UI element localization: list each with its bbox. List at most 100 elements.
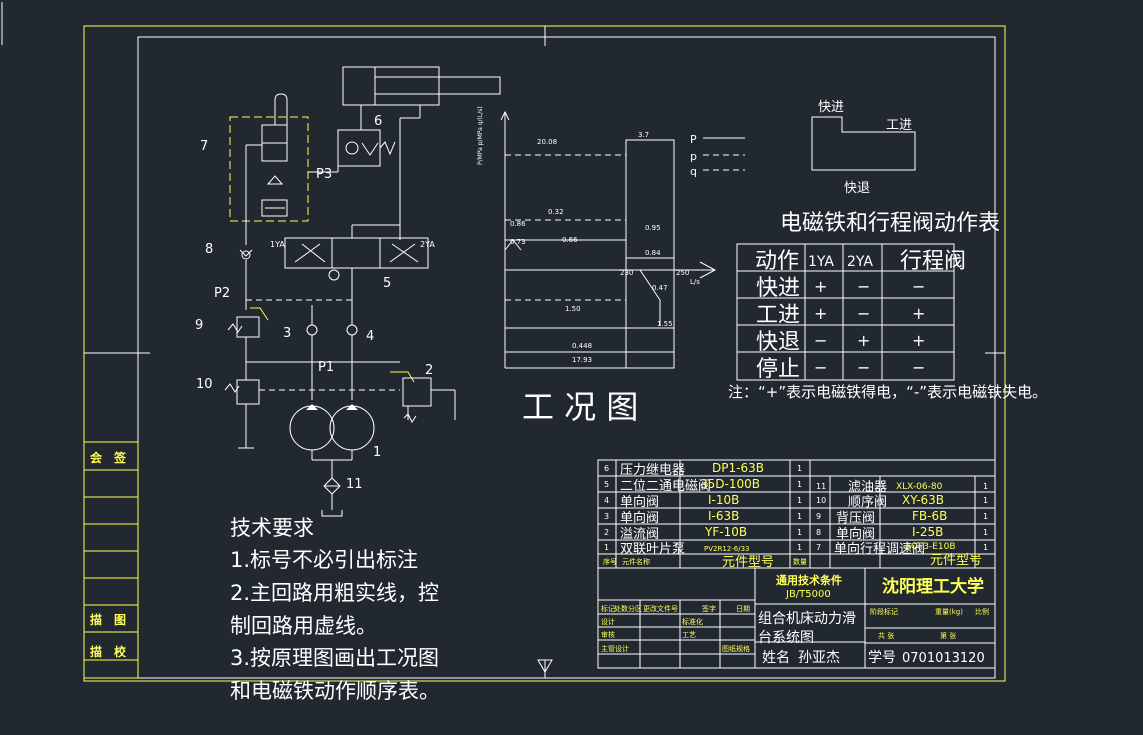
cylinder-icon: [342, 66, 501, 118]
chart-value: 0.66: [562, 236, 578, 244]
tb-small: 处数: [614, 604, 628, 613]
parts-header-model-right: 元件型号: [930, 553, 982, 568]
tech-requirement-line: 制回路用虚线。: [230, 614, 377, 638]
chart-value: 0.95: [645, 224, 661, 232]
stamp-trace: 描 图: [90, 612, 126, 627]
part-qty: 1: [983, 528, 988, 537]
legend-p-lower: p: [690, 150, 697, 163]
outer-frame: [83, 25, 1006, 682]
student-id: 0701013120: [902, 651, 985, 666]
component-10-label: 10: [196, 377, 213, 392]
condition-chart-title: 工 况 图: [522, 388, 638, 426]
tb-small: 比例: [975, 607, 989, 616]
chart-value: 250: [676, 269, 689, 277]
action-cell: −: [814, 358, 827, 377]
part-no: 3: [604, 512, 609, 521]
part-model: DP1-63B: [712, 461, 764, 475]
tb-small: 工艺: [682, 631, 696, 639]
part-name: 双联叶片泵: [620, 542, 685, 557]
pump-icon: [289, 404, 375, 478]
part-no: 7: [816, 543, 821, 552]
action-cell: −: [912, 358, 925, 377]
action-cell: −: [912, 277, 925, 296]
part-no: 1: [604, 543, 609, 552]
part-qty: 1: [797, 528, 802, 537]
action-cell: −: [857, 277, 870, 296]
inner-frame: [137, 36, 996, 679]
chart-axis-label-right: L/s: [690, 278, 700, 286]
component-6-label: 6: [374, 114, 382, 129]
part-model: AQF3-E10B: [905, 542, 956, 552]
part-model: I-63B: [708, 509, 739, 523]
part-name: 背压阀: [836, 511, 875, 526]
tb-small: 日期: [736, 605, 750, 613]
name-label: 姓名: [762, 650, 790, 666]
part-qty: 1: [797, 512, 802, 521]
part-no: 5: [604, 480, 609, 489]
parts-list: 6 压力继电器 DP1-63B 1 5 二位二通电磁阀 35D-100B 1 4…: [597, 459, 996, 570]
tech-requirements: 技术要求 1.标号不必引出标注 2.主回路用粗实线，控 制回路用虚线。 3.按原…: [230, 516, 440, 703]
part-name: 单向阀: [620, 494, 659, 510]
part-name: 二位二通电磁阀: [620, 479, 711, 494]
title-block: 通用技术条件 JB/T5000 沈阳理工大学 组合机床动力滑台系统图 姓名 孙亚…: [597, 567, 996, 669]
action-cell: −: [857, 358, 870, 377]
parts-header-model: 元件型号: [722, 555, 774, 570]
action-cell: +: [814, 277, 827, 296]
part-model: FB-6B: [912, 509, 947, 523]
chart-value: 0.32: [548, 208, 564, 216]
solenoid-1ya-label: 1YA: [270, 240, 285, 249]
tb-small: 第 张: [940, 631, 956, 640]
standard-code: JB/T5000: [785, 589, 831, 600]
action-table: 电磁铁和行程阀动作表 动作 1YA 2YA 行程阀 快进 + − − 工进 + …: [736, 211, 1000, 382]
chart-value: 0.47: [652, 284, 668, 292]
part-no: 4: [604, 496, 609, 505]
tb-small: 重量(kg): [935, 608, 963, 616]
pressure-p3-label: P3: [316, 167, 332, 182]
part-qty: 1: [983, 543, 988, 552]
component-1-label: 1: [373, 445, 381, 460]
chart-value: 3.7: [638, 131, 649, 139]
action-row-label: 快进: [756, 276, 800, 301]
drawing-title: 组合机床动力滑台系统图: [758, 611, 856, 646]
chart-axis-label-left: P/MPa p/MPa q/(L/s): [477, 106, 484, 165]
action-table-header: 行程阀: [900, 249, 966, 274]
tech-requirements-title: 技术要求: [230, 516, 314, 540]
part-model: I-10B: [708, 493, 739, 507]
tech-requirement-line: 和电磁铁动作顺序表。: [230, 679, 440, 703]
action-table-header: 1YA: [808, 254, 834, 270]
speed-fast-forward: 快进: [818, 100, 844, 115]
legend-q: q: [690, 165, 697, 178]
component-7-label: 7: [200, 139, 208, 154]
chart-value: 0.84: [645, 249, 661, 257]
chart-value: 0.448: [572, 342, 592, 350]
part-name: 压力继电器: [620, 463, 685, 478]
tb-small: 标记: [601, 604, 615, 613]
tb-small: 共 张: [878, 631, 894, 640]
part-name: 滤油器: [848, 480, 887, 495]
action-cell: −: [857, 304, 870, 323]
relief-valve-icon: [390, 371, 456, 423]
stamp-sign: 会 签: [90, 450, 127, 465]
action-cell: −: [814, 331, 827, 350]
condition-chart: P p q P/MPa p/MPa q/(L/s) L/s 20.08 3.7 …: [477, 106, 745, 426]
part-qty: 1: [983, 482, 988, 491]
filter-icon: [321, 477, 343, 517]
part-qty: 1: [797, 480, 802, 489]
student-name: 孙亚杰: [798, 650, 840, 666]
tb-small: 审核: [601, 630, 615, 639]
action-row-label: 工进: [756, 303, 800, 328]
tb-small: 主管设计: [601, 644, 629, 653]
part-qty: 1: [797, 464, 802, 473]
check-valve-icon: [266, 175, 284, 185]
part-model: 35D-100B: [700, 477, 760, 491]
part-model: XY-63B: [902, 493, 944, 507]
component-8-label: 8: [205, 242, 213, 257]
part-no: 11: [816, 482, 826, 491]
standard-label: 通用技术条件: [776, 573, 842, 587]
school-name: 沈阳理工大学: [882, 576, 984, 597]
part-no: 6: [604, 464, 609, 473]
parts-header-qty: 数量: [793, 557, 807, 566]
speed-work-feed: 工进: [886, 118, 912, 133]
part-name: 顺序阀: [848, 495, 887, 510]
part-no: 9: [816, 512, 821, 521]
